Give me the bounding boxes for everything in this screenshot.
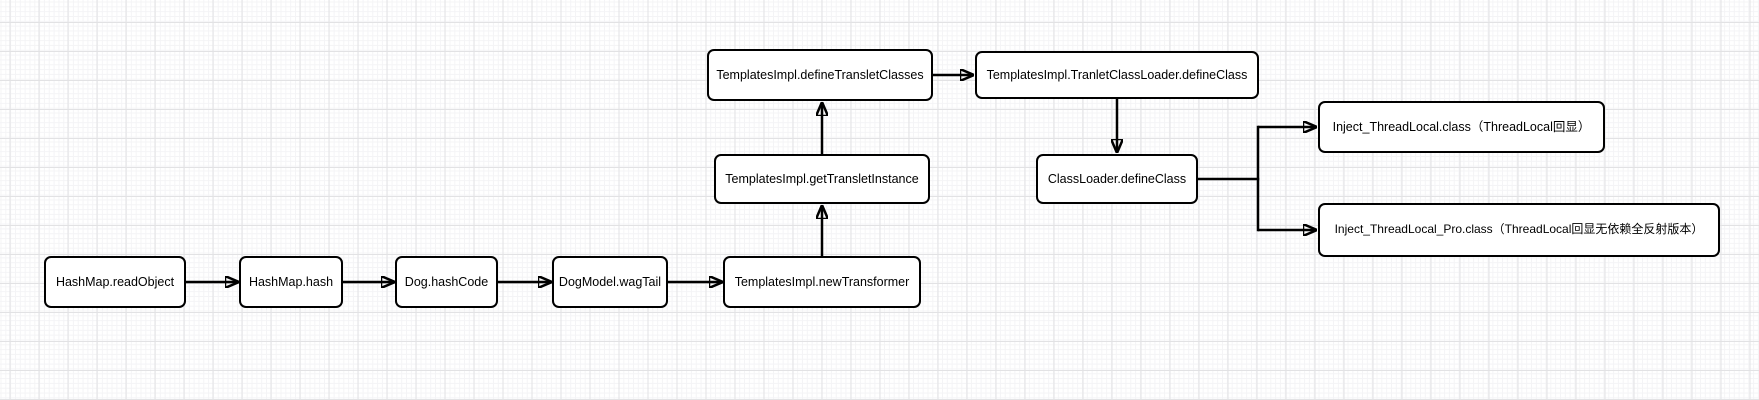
node-label: TemplatesImpl.TranletClassLoader.defineC… <box>986 67 1248 82</box>
node-inject-threadlocal-pro[interactable]: Inject_ThreadLocal_Pro.class（ThreadLocal… <box>1318 203 1720 257</box>
node-dog-hashcode[interactable]: Dog.hashCode <box>395 256 498 308</box>
node-label: DogModel.wagTail <box>558 274 662 289</box>
node-label: ClassLoader.defineClass <box>1047 171 1187 186</box>
node-templatesimpl-tranletclassloader-defineclass[interactable]: TemplatesImpl.TranletClassLoader.defineC… <box>975 51 1259 99</box>
node-classloader-defineclass[interactable]: ClassLoader.defineClass <box>1036 154 1198 204</box>
node-templatesimpl-definetransletclasses[interactable]: TemplatesImpl.defineTransletClasses <box>707 49 933 101</box>
node-label: TemplatesImpl.defineTransletClasses <box>716 67 924 82</box>
node-label: Inject_ThreadLocal_Pro.class（ThreadLocal… <box>1334 222 1704 237</box>
node-label: Inject_ThreadLocal.class（ThreadLocal回显） <box>1332 119 1591 134</box>
node-label: HashMap.hash <box>248 274 334 289</box>
node-label: Dog.hashCode <box>404 274 489 289</box>
node-inject-threadlocal[interactable]: Inject_ThreadLocal.class（ThreadLocal回显） <box>1318 101 1605 153</box>
node-templatesimpl-gettransletinstance[interactable]: TemplatesImpl.getTransletInstance <box>714 154 930 204</box>
node-dogmodel-wagtail[interactable]: DogModel.wagTail <box>552 256 668 308</box>
node-label: HashMap.readObject <box>55 274 175 289</box>
node-label: TemplatesImpl.newTransformer <box>734 274 910 289</box>
node-templatesimpl-newtransformer[interactable]: TemplatesImpl.newTransformer <box>723 256 921 308</box>
node-label: TemplatesImpl.getTransletInstance <box>725 171 919 186</box>
node-hashmap-readobject[interactable]: HashMap.readObject <box>44 256 186 308</box>
node-hashmap-hash[interactable]: HashMap.hash <box>239 256 343 308</box>
